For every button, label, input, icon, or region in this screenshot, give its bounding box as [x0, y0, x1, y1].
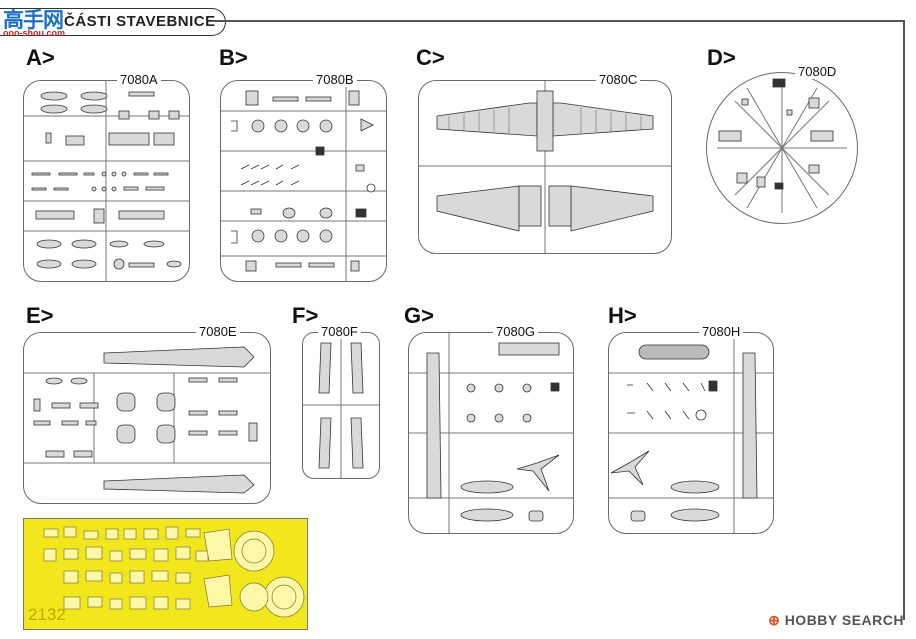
sprue-frame-d — [706, 72, 858, 224]
section-label-h: H> — [608, 303, 637, 328]
sprue-code-a: 7080A — [117, 72, 161, 87]
frame-top-line — [214, 20, 904, 22]
sprue-code-d: 7080D — [795, 64, 840, 79]
title-banner — [0, 8, 226, 36]
sprue-frame-h — [608, 332, 774, 534]
section-label-b: B> — [219, 45, 248, 70]
sprue-code-f: 7080F — [318, 324, 361, 339]
footer-watermark: ⊕ HOBBY SEARCH — [768, 612, 904, 628]
sprue-frame-c — [418, 80, 672, 254]
sprue-frame-b — [220, 80, 387, 282]
sprue-frame-f — [302, 332, 380, 479]
section-label-c: C> — [416, 45, 445, 70]
page-title: ČÁSTI STAVEBNICE — [64, 13, 216, 30]
section-label-g: G> — [404, 303, 434, 328]
footer-brand: HOBBY SEARCH — [784, 612, 904, 628]
sprue-f-parts — [303, 333, 379, 478]
section-label-d: D> — [707, 45, 736, 70]
sprue-code-h: 7080H — [699, 324, 744, 339]
sprue-frame-e — [23, 332, 271, 504]
frame-right-line — [903, 20, 905, 620]
mask-sheet-shapes — [43, 526, 305, 618]
watermark-url: ooo-shou.com — [3, 28, 65, 38]
mask-sheet: 2132 — [23, 518, 308, 630]
sprue-b-parts — [221, 81, 386, 281]
section-label-f: F> — [292, 303, 319, 328]
watermark-logo: 高手网 — [3, 9, 64, 32]
section-label-e: E> — [26, 303, 54, 328]
sprue-code-b: 7080B — [313, 72, 357, 87]
sprue-frame-a — [23, 80, 190, 282]
sprue-e-parts — [24, 346, 270, 494]
section-label-a: A> — [26, 45, 55, 70]
sprue-code-e: 7080E — [196, 324, 240, 339]
sprue-code-c: 7080C — [596, 72, 641, 87]
mask-sheet-number: 2132 — [28, 605, 66, 624]
sprue-d-parts — [717, 78, 847, 213]
sprue-frame-g — [408, 332, 574, 534]
sprue-a-parts — [24, 81, 189, 281]
sprue-g-parts — [409, 333, 573, 533]
sprue-c-parts — [419, 81, 671, 253]
sprue-h-parts — [609, 333, 773, 533]
sprue-code-g: 7080G — [493, 324, 539, 339]
